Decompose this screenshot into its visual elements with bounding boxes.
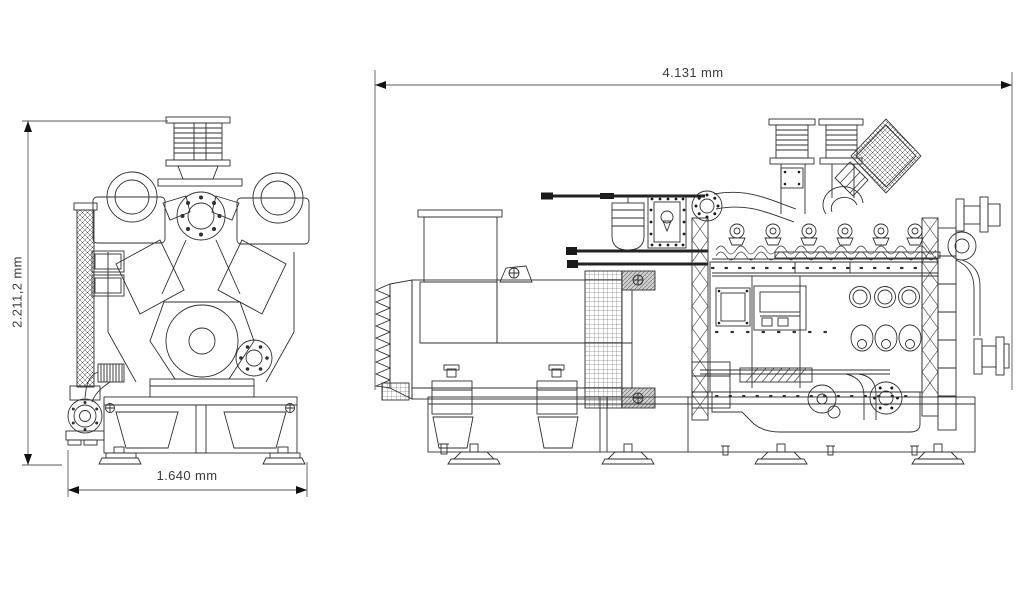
center-flange-front <box>176 191 226 241</box>
radiator-column-front <box>73 202 98 388</box>
engine-block-front <box>91 239 295 383</box>
fuel-filter-side <box>611 196 645 251</box>
heat-exchanger-plate-side <box>647 195 687 249</box>
alternator-side <box>374 209 633 401</box>
height-dimension-line <box>22 120 168 466</box>
stay-rods-side <box>541 192 708 268</box>
right-flanged-pipes-side <box>955 196 1010 376</box>
height-dimension-label: 2.211,2 mm <box>9 256 25 328</box>
engine-block-side <box>691 227 981 433</box>
exhaust-bellows-side <box>768 118 864 214</box>
front-view <box>65 116 310 465</box>
base-frame-front <box>98 378 306 465</box>
turbochargers-front <box>92 171 310 245</box>
vibration-isolator-feet-side <box>447 443 965 465</box>
heat-exchanger-column-side <box>584 270 656 409</box>
length-dimension-line <box>374 70 1013 390</box>
base-frame-side <box>427 364 976 456</box>
dimension-annotations <box>22 70 1013 497</box>
width-dimension-label: 1.640 mm <box>156 468 218 483</box>
lifting-eyes <box>728 223 924 246</box>
width-dimension-line <box>67 450 308 497</box>
air-cleaner-diamond-side <box>822 118 922 215</box>
exhaust-stack-front <box>157 116 243 187</box>
exhaust-pipe-side <box>691 190 797 223</box>
side-view <box>374 118 1010 465</box>
lattice-towers-side <box>691 217 939 421</box>
engine-top-side <box>712 223 941 277</box>
length-dimension-label: 4.131 mm <box>662 65 724 80</box>
